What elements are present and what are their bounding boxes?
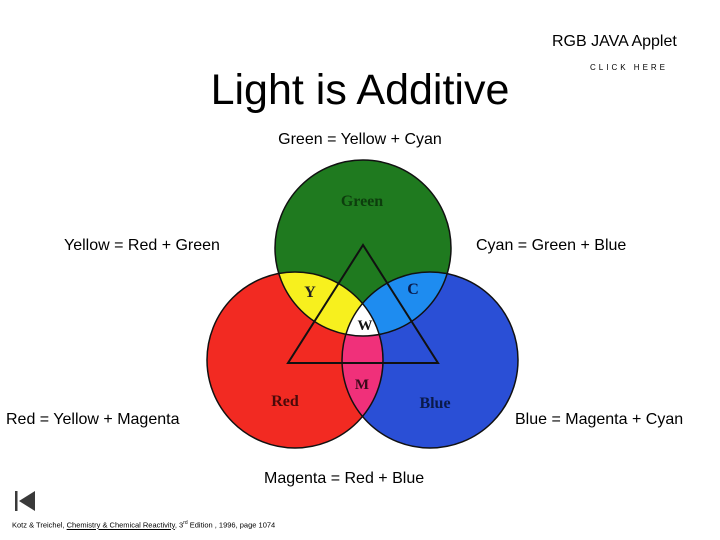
citation-authors: Kotz & Treichel, bbox=[12, 520, 67, 530]
green-label: Green bbox=[341, 193, 383, 210]
yellow-overlap bbox=[275, 272, 383, 336]
additive-color-venn-diagram: Green Red Blue Y C W M bbox=[206, 159, 519, 449]
green-equation: Green = Yellow + Cyan bbox=[278, 131, 442, 148]
citation: Kotz & Treichel, Chemistry & Chemical Re… bbox=[12, 520, 275, 530]
blue-equation: Blue = Magenta + Cyan bbox=[515, 411, 684, 428]
blue-circle-outline bbox=[341, 271, 519, 449]
cyan-overlap bbox=[342, 272, 451, 336]
yellow-label: Y bbox=[304, 284, 316, 301]
green-circle-outline bbox=[274, 159, 452, 337]
blue-label: Blue bbox=[419, 395, 450, 412]
yellow-equation: Yellow = Red + Green bbox=[64, 237, 220, 254]
prev-slide-icon[interactable] bbox=[13, 489, 37, 513]
applet-title: RGB JAVA Applet bbox=[552, 33, 677, 50]
red-equation: Red = Yellow + Magenta bbox=[6, 411, 180, 428]
applet-link[interactable]: CLICK HERE bbox=[590, 63, 669, 72]
citation-edition: , 3 bbox=[174, 520, 184, 530]
cyan-equation: Cyan = Green + Blue bbox=[476, 237, 627, 254]
red-label: Red bbox=[271, 393, 299, 410]
magenta-equation: Magenta = Red + Blue bbox=[264, 470, 425, 487]
citation-rest: Edition , 1996, page 1074 bbox=[187, 520, 276, 530]
cyan-label: C bbox=[407, 281, 419, 298]
citation-edition-suffix: rd bbox=[183, 520, 188, 526]
triangle-outline bbox=[286, 243, 440, 364]
page-title: Light is Additive bbox=[210, 66, 510, 114]
magenta-label: M bbox=[355, 377, 369, 393]
citation-book-link[interactable]: Chemistry & Chemical Reactivity bbox=[66, 520, 175, 530]
white-label: W bbox=[358, 318, 373, 334]
red-circle-outline bbox=[206, 271, 384, 449]
